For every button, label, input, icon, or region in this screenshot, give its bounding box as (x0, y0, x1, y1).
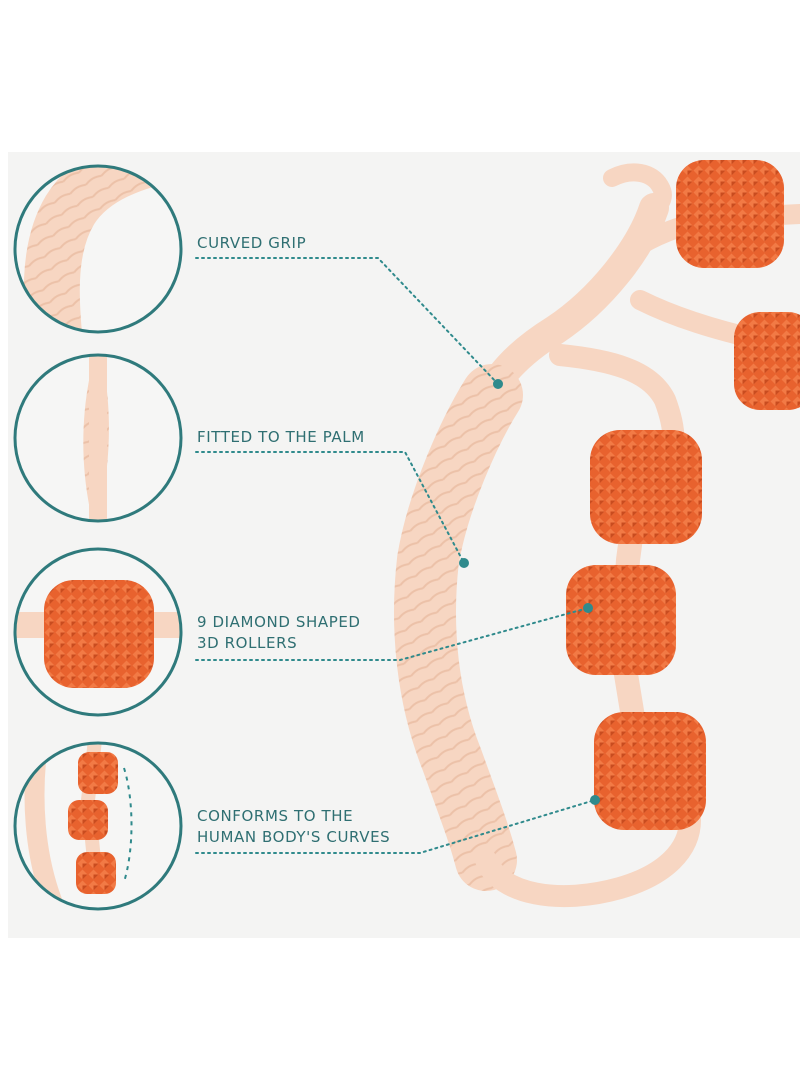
caption-line: FITTED TO THE PALM (197, 428, 365, 446)
caption-line: CONFORMS TO THE (197, 807, 354, 825)
caption-line: 9 DIAMOND SHAPED (197, 613, 361, 631)
detail-circle-conforms (13, 741, 183, 911)
caption-line: CURVED GRIP (197, 234, 307, 252)
caption-fitted-to-palm: FITTED TO THE PALM (197, 427, 365, 448)
callout-line-curved-grip (195, 257, 499, 385)
callout-dots (459, 379, 600, 805)
caption-diamond-rollers: 9 DIAMOND SHAPED 3D ROLLERS (197, 612, 361, 654)
detail-circle-palm (13, 353, 183, 523)
callout-dot-curves (590, 795, 600, 805)
detail-circle-rollers (13, 547, 183, 717)
roller-lower (594, 712, 706, 830)
callout-dot-curved-grip (493, 379, 503, 389)
callout-line-curves (195, 799, 596, 854)
caption-conforms-to-body: CONFORMS TO THE HUMAN BODY'S CURVES (197, 806, 390, 848)
roller-top-right-2 (734, 312, 800, 410)
roller-upper (590, 430, 702, 544)
callout-lines (195, 257, 596, 854)
callout-dot-palm (459, 558, 469, 568)
detail-circle-curved-grip (13, 164, 183, 334)
callout-line-rollers (195, 607, 589, 661)
callout-dot-rollers (583, 603, 593, 613)
roller-top-right-1 (676, 160, 784, 268)
massager-product (394, 160, 800, 908)
caption-curved-grip: CURVED GRIP (197, 233, 306, 254)
caption-line: HUMAN BODY'S CURVES (197, 828, 391, 846)
callout-line-palm (195, 451, 465, 564)
roller-middle (566, 565, 676, 675)
caption-line: 3D ROLLERS (197, 634, 298, 652)
